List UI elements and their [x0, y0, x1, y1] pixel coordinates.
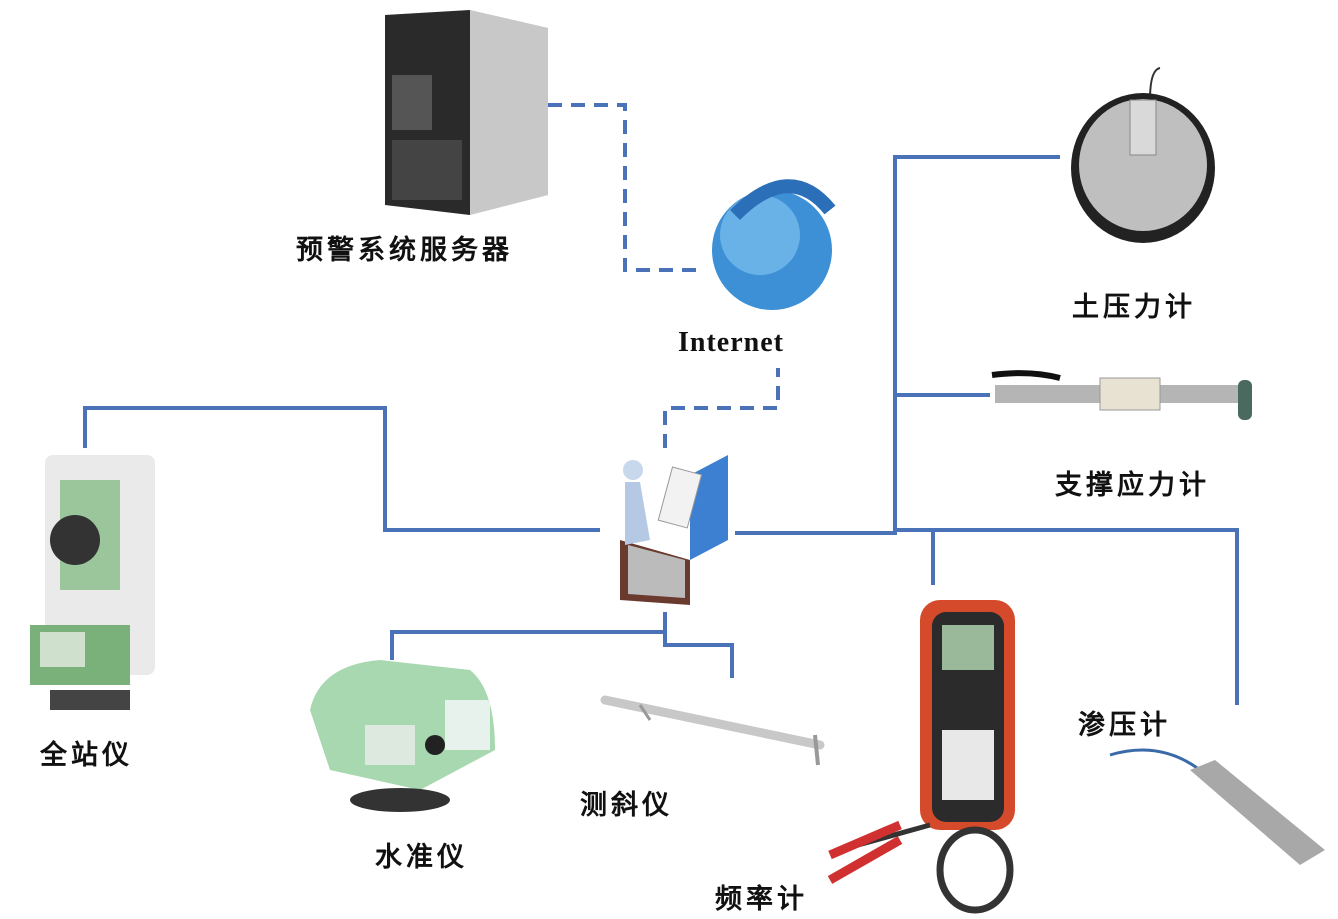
laptop-user-icon: [620, 455, 728, 605]
label-piezometer: 渗压计: [1078, 710, 1171, 741]
label-internet: Internet: [678, 327, 784, 358]
digital-level-icon: [310, 660, 495, 812]
piezometer-icon: [1109, 748, 1325, 865]
label-level: 水准仪: [375, 842, 468, 873]
label-earth-pressure: 土压力计: [1072, 292, 1196, 323]
globe-icon: [712, 179, 836, 310]
link-earth-pressure: [735, 155, 1060, 535]
label-strut-stress: 支撑应力计: [1055, 470, 1210, 501]
server-icon: [385, 10, 548, 215]
link-piezometer: [895, 528, 1239, 705]
earth-pressure-cell-icon: [1071, 67, 1215, 243]
link-inclinometer: [663, 632, 734, 678]
strain-gauge-icon: [991, 370, 1252, 420]
label-server: 预警系统服务器: [296, 235, 513, 266]
inclinometer-icon: [600, 695, 825, 766]
frequency-meter-icon: [827, 600, 1015, 914]
link-hub-internet: [663, 368, 780, 448]
total-station-icon: [30, 455, 155, 710]
label-inclinometer: 测斜仪: [580, 790, 673, 821]
link-server-internet: [548, 103, 702, 272]
link-level: [390, 612, 667, 660]
link-total-station: [83, 406, 600, 532]
label-frequency-meter: 频率计: [715, 884, 808, 915]
label-total-station: 全站仪: [40, 740, 133, 771]
